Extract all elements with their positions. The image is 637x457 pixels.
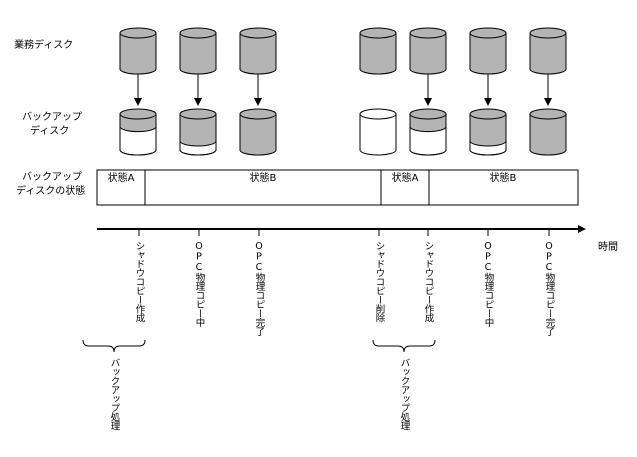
time-label: 時間 xyxy=(598,241,618,253)
backup-process-brace xyxy=(82,339,146,353)
backup-disk-icon xyxy=(179,108,217,156)
state-b-label: 状態B xyxy=(490,171,517,184)
backup-disk-icon xyxy=(119,108,157,156)
backup-disk-icon xyxy=(359,108,397,156)
business-disk-icon xyxy=(239,27,277,75)
copy-arrows xyxy=(134,74,552,106)
business-disk-icon xyxy=(529,27,567,75)
business-disk-label: 業務ディスク xyxy=(14,38,73,51)
state-a-label: 状態A xyxy=(392,171,419,184)
backup-process-brace xyxy=(372,339,436,353)
backup-disks xyxy=(119,108,567,156)
business-disk-icon xyxy=(469,27,507,75)
business-disk-icon xyxy=(119,27,157,75)
backup-disk-icon xyxy=(469,108,507,156)
disk-state-label-line2: ディスクの状態 xyxy=(16,184,85,197)
state-a-label: 状態A xyxy=(108,171,135,184)
state-b-label: 状態B xyxy=(250,171,277,184)
event-label: OPC物理コピー中 xyxy=(194,241,206,328)
event-label: シャドウコピー作成 xyxy=(134,241,146,323)
event-label: OPC物理コピー完了 xyxy=(544,241,556,336)
backup-process-label: バックアップ処理 xyxy=(399,358,411,430)
event-label: OPC物理コピー中 xyxy=(483,241,495,328)
state-bar-frame xyxy=(96,169,579,206)
event-label: OPC物理コピー完了 xyxy=(254,241,266,336)
event-label: シャドウコピー削除 xyxy=(374,241,386,322)
backup-disk-icon xyxy=(529,108,567,156)
backup-disk-label-line2: ディスク xyxy=(30,124,69,137)
state-bar: 状態A 状態B 状態A 状態B xyxy=(96,169,579,206)
backup-disk-icon xyxy=(409,108,447,156)
business-disk-icon xyxy=(359,27,397,75)
backup-disk-icon xyxy=(239,108,277,156)
backup-process-labels: バックアップ処理 バックアップ処理 xyxy=(109,358,411,430)
disk-state-label-line1: バックアップ xyxy=(22,171,82,183)
backup-disk-label-line1: バックアップ xyxy=(22,111,82,123)
event-label: シャドウコピー作成 xyxy=(423,241,435,323)
backup-process-label: バックアップ処理 xyxy=(109,358,121,430)
business-disk-icon xyxy=(179,27,217,75)
business-disks xyxy=(119,27,567,75)
business-disk-icon xyxy=(409,27,447,75)
event-markers: シャドウコピー作成 OPC物理コピー中 OPC物理コピー完了 シャドウコピー削除 シャド… xyxy=(134,229,556,336)
